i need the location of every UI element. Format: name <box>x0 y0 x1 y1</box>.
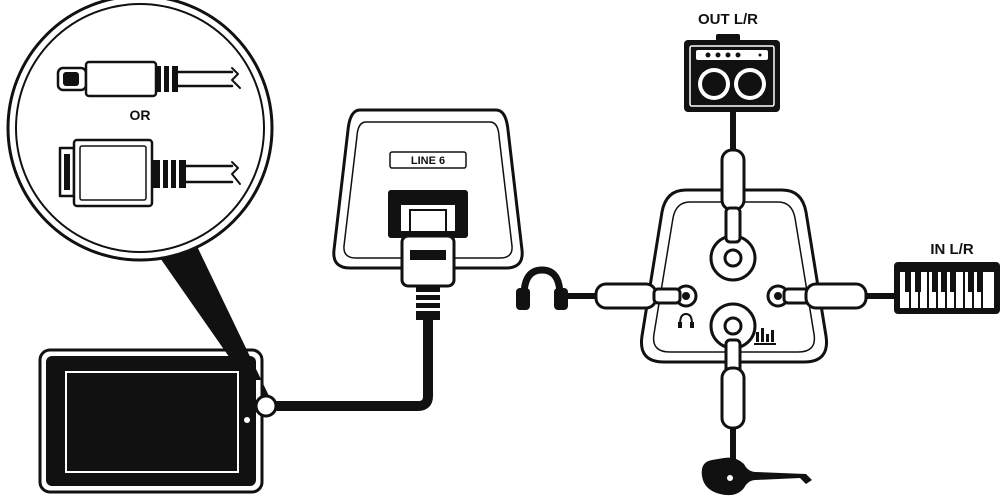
connector-options-callout: OR <box>6 0 274 404</box>
amplifier-icon: OUT L/R <box>684 11 780 112</box>
or-label: OR <box>130 107 151 123</box>
keyboard-icon: IN L/R <box>894 241 1000 314</box>
brand-badge <box>389 151 467 169</box>
tablet-icon <box>38 348 264 494</box>
instrument-jack-symbol-icon <box>754 328 776 345</box>
headphone-jack-symbol-icon <box>678 313 694 328</box>
bottom-plug <box>720 338 746 430</box>
out-label: OUT L/R <box>698 11 758 28</box>
left-plug <box>594 282 682 310</box>
lightning-connector-icon <box>56 60 241 98</box>
headphones-icon <box>516 266 568 310</box>
line6-interface-icon: LINE 6 <box>332 108 524 288</box>
top-plug <box>720 148 746 244</box>
in-label: IN L/R <box>930 241 973 258</box>
audio-hub <box>563 107 899 465</box>
guitar-icon <box>701 457 812 496</box>
30-pin-connector-icon <box>58 138 241 208</box>
usb-cable <box>254 284 440 418</box>
callout-circle-inner <box>15 3 265 253</box>
brand-label: LINE 6 <box>411 155 445 167</box>
tablet-port-dot <box>254 394 278 418</box>
right-plug <box>782 282 868 310</box>
